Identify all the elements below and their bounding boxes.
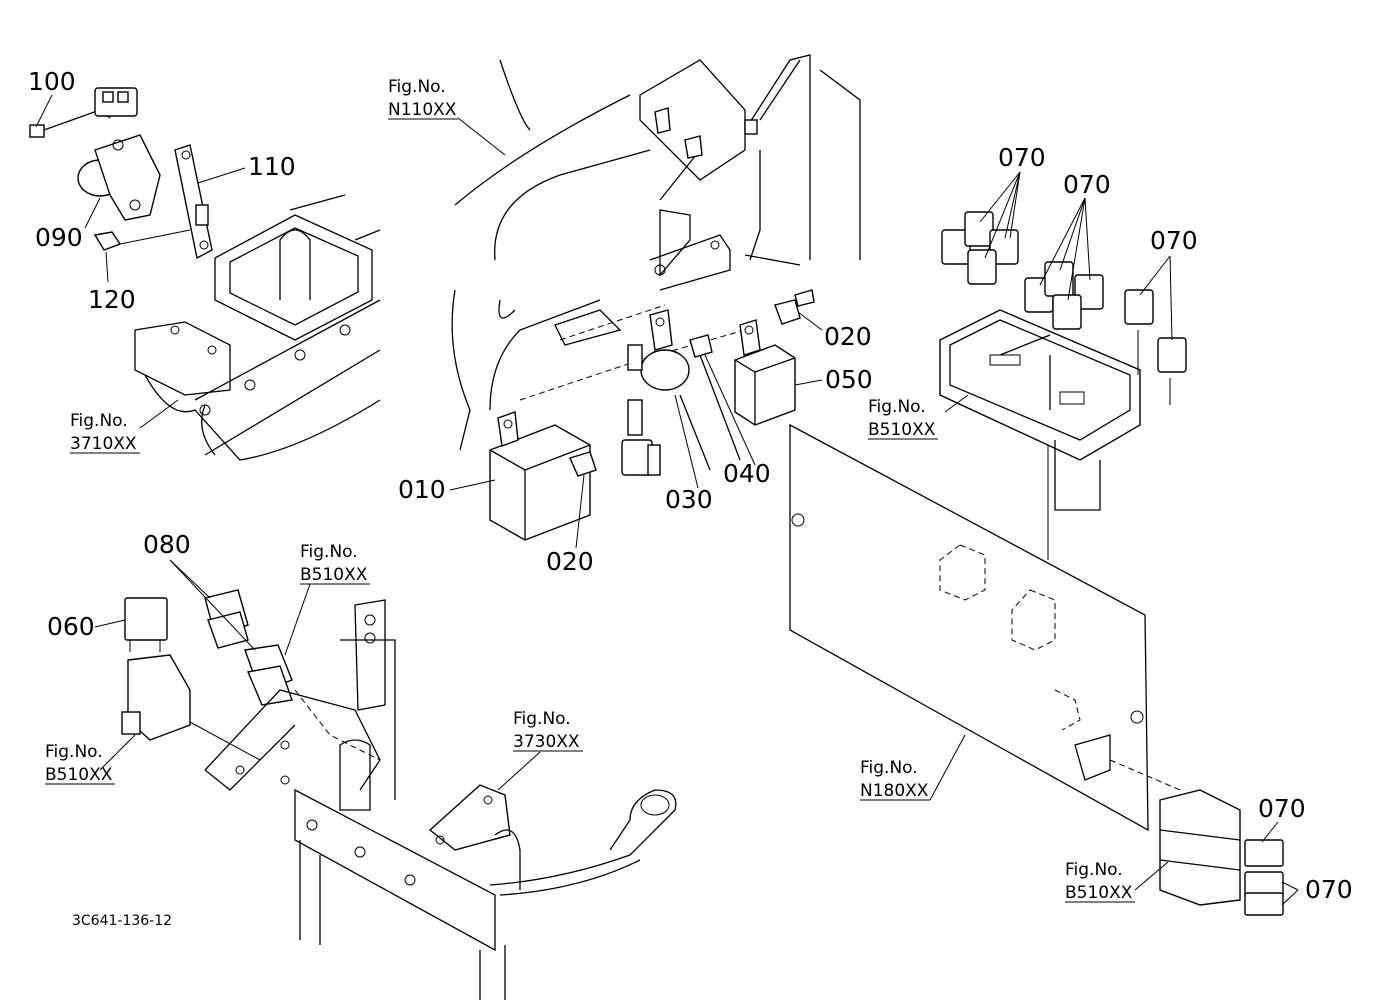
part-label-100: 100 bbox=[28, 67, 76, 96]
part-numbers: 100 110 090 120 070 070 070 020 050 010 … bbox=[28, 67, 1353, 904]
fig-ref-code: B510XX bbox=[300, 565, 368, 585]
fig-ref-3730xx[interactable]: Fig.No. 3730XX bbox=[513, 709, 583, 752]
fig-ref-b510xx-bottom[interactable]: Fig.No. B510XX bbox=[1065, 860, 1135, 903]
fig-ref-head: Fig.No. bbox=[868, 397, 926, 417]
fig-ref-code: B510XX bbox=[45, 765, 113, 785]
fig-ref-head: Fig.No. bbox=[300, 542, 358, 562]
part-label-060: 060 bbox=[47, 612, 95, 641]
relays-070-group-2 bbox=[1024, 261, 1104, 330]
fig-ref-code: B510XX bbox=[1065, 883, 1133, 903]
part-010-control-unit bbox=[489, 411, 591, 541]
part-label-080: 080 bbox=[143, 530, 191, 559]
fig-ref-head: Fig.No. bbox=[70, 411, 128, 431]
fuse-box bbox=[939, 309, 1141, 511]
part-label-050: 050 bbox=[825, 365, 873, 394]
steering-column-frame bbox=[204, 599, 506, 1000]
fig-ref-n110xx[interactable]: Fig.No. N110XX bbox=[388, 77, 458, 120]
relays-070-group-3 bbox=[1124, 289, 1187, 405]
relays-070-group-1 bbox=[941, 211, 1019, 285]
drawing-code: 3C641-136-12 bbox=[72, 913, 172, 929]
part-label-070-a: 070 bbox=[998, 143, 1046, 172]
leader-lines bbox=[35, 94, 1299, 906]
part-label-040: 040 bbox=[723, 459, 771, 488]
figure-references: Fig.No. N110XX Fig.No. 3710XX Fig.No. B5… bbox=[45, 77, 1135, 903]
part-label-070-c: 070 bbox=[1150, 226, 1198, 255]
fig-ref-head: Fig.No. bbox=[1065, 860, 1123, 880]
part-label-020-a: 020 bbox=[824, 322, 872, 351]
fig-ref-b510xx-top[interactable]: Fig.No. B510XX bbox=[868, 397, 938, 440]
fig-ref-code: 3730XX bbox=[513, 732, 580, 752]
relay-060 bbox=[124, 597, 168, 652]
relays-080 bbox=[204, 589, 293, 706]
part-label-120: 120 bbox=[88, 285, 136, 314]
fig-ref-b510xx-mid[interactable]: Fig.No. B510XX bbox=[300, 542, 370, 585]
fig-ref-head: Fig.No. bbox=[513, 709, 571, 729]
part-040-bolt bbox=[689, 334, 741, 461]
fig-ref-code: 3710XX bbox=[70, 434, 137, 454]
part-020-bolts bbox=[569, 289, 815, 477]
transmission-housing bbox=[134, 194, 381, 461]
part-label-020-b: 020 bbox=[546, 547, 594, 576]
panel-n180 bbox=[789, 410, 1181, 832]
fig-ref-head: Fig.No. bbox=[388, 77, 446, 97]
fig-ref-3710xx[interactable]: Fig.No. 3710XX bbox=[70, 411, 140, 454]
fig-ref-code: B510XX bbox=[868, 420, 936, 440]
fig-ref-code: N110XX bbox=[388, 100, 457, 120]
fig-ref-head: Fig.No. bbox=[860, 758, 918, 778]
part-label-030: 030 bbox=[665, 485, 713, 514]
dash-structure bbox=[451, 54, 861, 451]
part-label-070-d: 070 bbox=[1258, 794, 1306, 823]
fig-ref-n180xx[interactable]: Fig.No. N180XX bbox=[860, 758, 930, 801]
part-label-070-b: 070 bbox=[1063, 170, 1111, 199]
relay-socket-b510 bbox=[121, 654, 261, 761]
solenoid-assembly bbox=[29, 87, 213, 260]
fig-ref-head: Fig.No. bbox=[45, 742, 103, 762]
part-label-070-e: 070 bbox=[1305, 875, 1353, 904]
fig-ref-code: N180XX bbox=[860, 781, 929, 801]
pedal-bracket-3730 bbox=[428, 784, 677, 896]
part-030-buzzer bbox=[621, 309, 711, 476]
part-label-010: 010 bbox=[398, 475, 446, 504]
fuse-holder-bottom-right bbox=[1159, 789, 1284, 916]
fig-ref-b510xx-left[interactable]: Fig.No. B510XX bbox=[45, 742, 115, 785]
part-label-110: 110 bbox=[248, 152, 296, 181]
part-050-relay bbox=[734, 319, 796, 426]
part-label-090: 090 bbox=[35, 223, 83, 252]
